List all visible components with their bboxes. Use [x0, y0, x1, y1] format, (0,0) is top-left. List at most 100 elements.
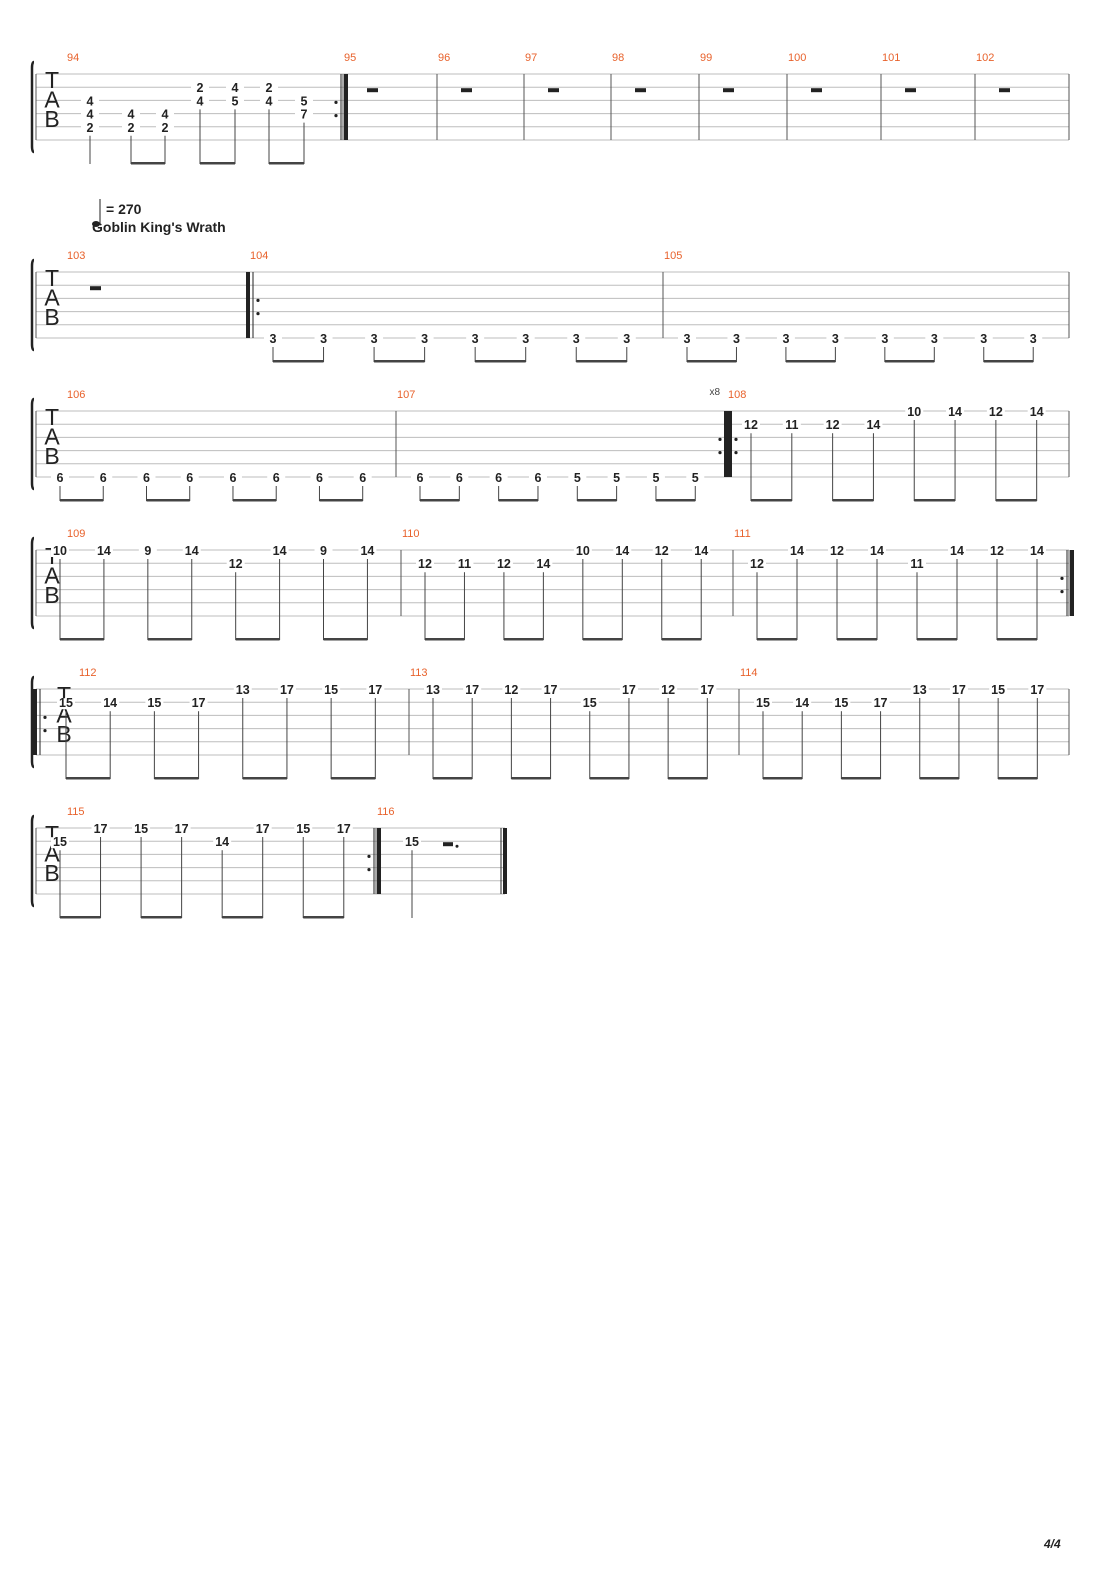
- beam: [303, 916, 344, 919]
- fret-number: 6: [100, 471, 107, 485]
- fret-bg: [541, 685, 560, 696]
- fret-number: 9: [144, 544, 151, 558]
- beam: [475, 360, 526, 363]
- fret-number: 17: [700, 683, 714, 697]
- half-rest: [999, 88, 1010, 93]
- fret-number: 15: [583, 696, 597, 710]
- beam: [154, 777, 199, 780]
- fret-number: 14: [215, 835, 229, 849]
- repeat-dot: [1060, 590, 1064, 594]
- tempo-text: = 270: [106, 201, 142, 217]
- beam: [785, 360, 836, 363]
- fret-bg: [145, 698, 164, 710]
- fret-bg: [607, 473, 626, 484]
- measure-number: 116: [377, 806, 395, 818]
- repeat-dot: [718, 451, 722, 455]
- fret-bg: [226, 559, 245, 571]
- fret-number: 14: [1030, 405, 1044, 419]
- fret-number: 17: [280, 683, 294, 697]
- beam: [668, 777, 708, 780]
- fret-number: 3: [782, 332, 789, 346]
- fret-number: 9: [320, 544, 327, 558]
- fret-bg: [659, 685, 678, 696]
- fret-number: 12: [830, 544, 844, 558]
- fret-number: 12: [990, 544, 1004, 558]
- tempo-marking: = 270: [92, 199, 142, 227]
- measure-number: 103: [67, 250, 85, 262]
- beam: [323, 638, 368, 641]
- fret-bg: [310, 473, 329, 484]
- measure-number: 112: [79, 667, 97, 679]
- measure-number: 104: [250, 250, 268, 262]
- fret-number: 3: [832, 332, 839, 346]
- fret-bg: [788, 546, 806, 557]
- fret-bg: [826, 334, 845, 345]
- fret-bg: [416, 559, 434, 571]
- fret-bg: [223, 473, 242, 484]
- fret-bg: [277, 685, 296, 696]
- repeat-start-thick-bar: [33, 689, 37, 755]
- fret-bg: [51, 546, 69, 557]
- fret-bg: [122, 122, 140, 134]
- fret-number: 3: [371, 332, 378, 346]
- fret-number: 5: [613, 471, 620, 485]
- fret-bg: [908, 559, 926, 571]
- fret-number: 6: [495, 471, 502, 485]
- fret-bg: [754, 698, 772, 710]
- fret-bg: [871, 698, 890, 710]
- fret-number: 12: [661, 683, 675, 697]
- fret-bg: [742, 420, 760, 432]
- fret-bg: [94, 546, 113, 557]
- beam: [200, 162, 235, 165]
- beam: [147, 638, 192, 641]
- measure-number: 107: [397, 389, 415, 401]
- beam: [832, 499, 874, 502]
- fret-bg: [137, 473, 156, 484]
- measure-number: 113: [410, 667, 428, 679]
- fret-number: 6: [143, 471, 150, 485]
- fret-bg: [314, 334, 333, 345]
- fret-number: 3: [573, 332, 580, 346]
- fret-number: 6: [417, 471, 424, 485]
- fret-number: 6: [186, 471, 193, 485]
- fret-bg: [233, 685, 252, 696]
- fret-number: 12: [497, 557, 511, 571]
- fret-bg: [424, 685, 442, 696]
- fret-bg: [686, 473, 705, 484]
- fret-bg: [528, 473, 547, 484]
- fret-number: 14: [870, 544, 884, 558]
- fret-bg: [172, 824, 191, 835]
- fret-number: 14: [790, 544, 804, 558]
- fret-number: 3: [1030, 332, 1037, 346]
- fret-number: 13: [913, 683, 927, 697]
- fret-bg: [411, 473, 429, 484]
- fret-bg: [567, 334, 586, 345]
- fret-bg: [191, 96, 209, 108]
- measure-number: 101: [882, 52, 900, 64]
- fret-number: 2: [162, 121, 169, 135]
- half-rest: [723, 88, 734, 93]
- fret-bg: [314, 546, 333, 557]
- beam: [511, 777, 551, 780]
- fret-bg: [191, 83, 209, 95]
- beam: [498, 499, 538, 502]
- beam: [997, 638, 1037, 641]
- fret-number: 15: [59, 696, 73, 710]
- fret-bg: [727, 334, 746, 345]
- repeat-dot: [256, 312, 260, 316]
- fret-number: 14: [948, 405, 962, 419]
- fret-number: 13: [236, 683, 250, 697]
- fret-bg: [793, 698, 812, 710]
- half-rest: [548, 88, 559, 93]
- fret-bg: [494, 559, 513, 571]
- tab-clef-letter: B: [44, 106, 59, 132]
- tab-clef-letter: B: [44, 443, 59, 469]
- fret-bg: [353, 473, 372, 484]
- fret-bg: [832, 698, 851, 710]
- tab-clef-letter: T: [45, 404, 59, 430]
- fret-bg: [415, 334, 434, 345]
